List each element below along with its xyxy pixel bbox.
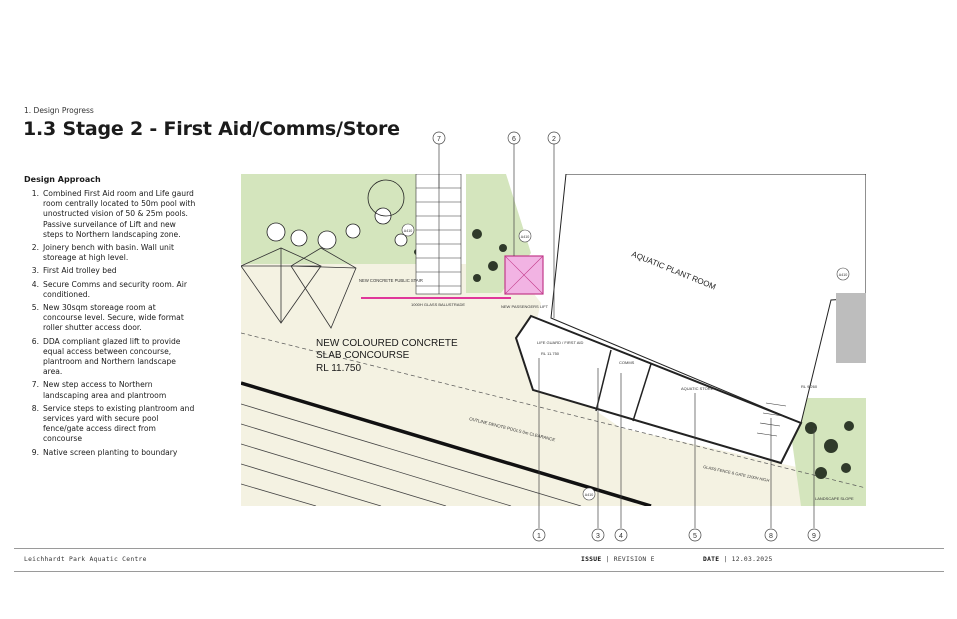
item-text: First Aid trolley bed xyxy=(43,266,117,276)
list-item: 3. First Aid trolley bed xyxy=(24,266,196,276)
pool-wall xyxy=(241,381,652,506)
landscape-slope-label: LANDSCAPE SLOPE xyxy=(815,496,854,501)
plan-background xyxy=(241,174,866,506)
rl-small-label: RL 11.750 xyxy=(541,351,560,356)
callout-4: 4 xyxy=(619,533,623,540)
breadcrumb: 1. Design Progress xyxy=(24,106,94,115)
list-item: 9. Native screen planting to boundary xyxy=(24,448,196,458)
pool-clearance-outline xyxy=(241,332,866,489)
date-value: 12.03.2025 xyxy=(731,556,773,563)
date-field: DATE | 12.03.2025 xyxy=(703,556,773,563)
callout-group-bottom xyxy=(532,358,821,542)
item-number: 4. xyxy=(31,279,39,289)
design-approach-heading: Design Approach xyxy=(24,175,101,184)
public-stair xyxy=(415,174,462,295)
store-label: AQUATIC STORE xyxy=(681,386,714,391)
design-approach-list: 1. Combined First Aid room and Life gaurd… xyxy=(24,189,196,461)
concourse-label-2: SLAB CONCOURSE xyxy=(316,350,410,361)
issue-value: REVISION E xyxy=(613,556,655,563)
landscape-zone xyxy=(241,174,421,264)
first-aid-label: LIFE GUARD / FIRST AID xyxy=(537,340,583,345)
issue-field: ISSUE | REVISION E xyxy=(581,556,655,563)
callout-group-top xyxy=(432,131,561,318)
item-number: 2. xyxy=(31,243,39,253)
callout-2: 2 xyxy=(552,136,556,143)
item-text: DDA compliant glazed lift to provide equ… xyxy=(43,336,181,377)
callout-8: 8 xyxy=(769,533,773,540)
section-tag: A410 xyxy=(521,235,529,239)
item-number: 6. xyxy=(31,336,39,346)
callout-9: 9 xyxy=(812,533,816,540)
list-item: 4. Secure Comms and security room. Air co… xyxy=(24,280,196,300)
section-tag: A410 xyxy=(585,493,593,497)
item-number: 5. xyxy=(31,303,39,313)
callout-5: 5 xyxy=(693,533,697,540)
first-aid-building xyxy=(514,314,803,465)
footer-rule-top xyxy=(14,548,944,549)
comms-label: COMMS xyxy=(619,360,635,365)
passenger-lift-label: NEW PASSENGERS LIFT xyxy=(501,304,549,309)
date-label: DATE xyxy=(703,556,720,563)
concourse-label-1: NEW COLOURED CONCRETE xyxy=(316,338,458,349)
item-text: Combined First Aid room and Life gaurd r… xyxy=(43,189,196,239)
tree-cluster xyxy=(266,179,408,250)
adjacent-building xyxy=(836,293,866,363)
item-text: New 30sqm storeage room at concourse lev… xyxy=(43,303,184,333)
callout-7: 7 xyxy=(437,136,441,143)
floor-plan-drawing: NEW COLOURED CONCRETE SLAB CONCOURSE RL … xyxy=(241,131,866,542)
item-text: Service steps to existing plantroom and … xyxy=(43,403,195,444)
list-item: 5. New 30sqm storeage room at concourse l… xyxy=(24,303,196,334)
item-text: New step access to Northern landscaping … xyxy=(43,380,167,400)
rl-plant-label: RL 9.260 xyxy=(801,384,818,389)
issue-label: ISSUE xyxy=(581,556,602,563)
project-name: Leichhardt Park Aquatic Centre xyxy=(24,556,147,563)
item-number: 7. xyxy=(31,380,39,390)
section-tag: A410 xyxy=(839,273,847,277)
service-steps xyxy=(756,402,787,437)
list-item: 6. DDA compliant glazed lift to provide e… xyxy=(24,337,196,378)
concourse-rl: RL 11.750 xyxy=(316,363,361,374)
page-title: 1.3 Stage 2 - First Aid/Comms/Store xyxy=(23,118,400,140)
item-number: 9. xyxy=(31,447,39,457)
section-markers xyxy=(401,223,850,501)
list-item: 7. New step access to Northern landscapin… xyxy=(24,380,196,400)
list-item: 2. Joinery bench with basin. Wall unit st… xyxy=(24,243,196,263)
item-text: Joinery bench with basin. Wall unit stor… xyxy=(43,243,174,263)
item-text: Native screen planting to boundary xyxy=(43,447,178,457)
item-number: 8. xyxy=(31,403,39,413)
callout-3: 3 xyxy=(596,533,600,540)
palm-cluster-east xyxy=(805,421,854,479)
shade-sail xyxy=(241,247,357,329)
footer-rule-bottom xyxy=(14,571,944,572)
item-number: 1. xyxy=(31,189,39,198)
callout-6: 6 xyxy=(512,136,516,143)
balustrade-label: 1000H GLASS BALUSTRADE xyxy=(411,302,465,307)
item-number: 3. xyxy=(31,266,39,276)
item-text: Secure Comms and security room. Air cond… xyxy=(43,279,187,299)
pool-edge xyxy=(241,403,582,506)
public-stair-label: NEW CONCRETE PUBLIC STAIR xyxy=(359,278,423,283)
section-tag: A410 xyxy=(404,229,412,233)
list-item: 1. Combined First Aid room and Life gaurd… xyxy=(24,189,196,240)
callout-1: 1 xyxy=(537,533,541,540)
aquatic-plant-room xyxy=(550,174,866,424)
list-item: 8. Service steps to existing plantroom an… xyxy=(24,404,196,445)
